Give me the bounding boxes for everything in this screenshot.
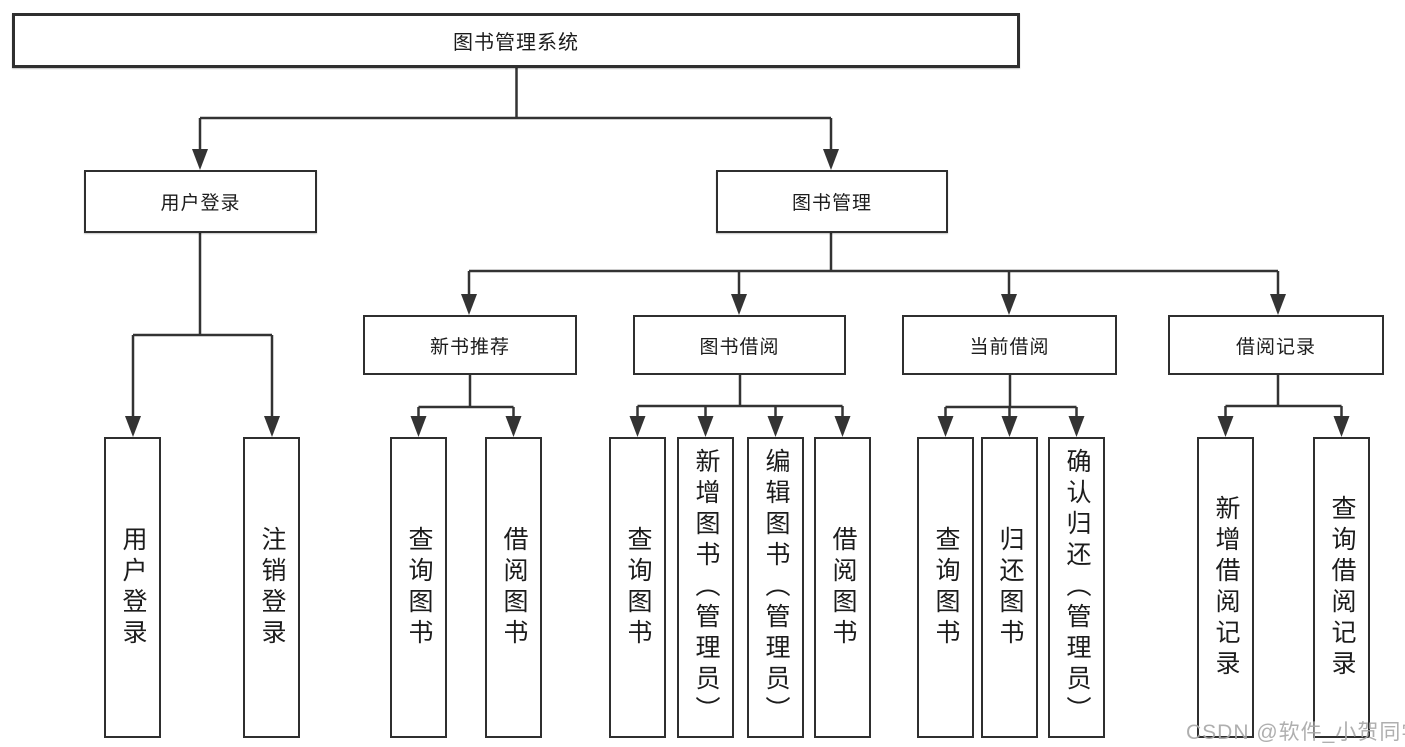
watermark: CSDN @软件_小贺同学 <box>1186 721 1405 744</box>
node-current-borrow: 当前借阅 <box>902 315 1117 375</box>
node-label: 查询图书 <box>624 525 652 650</box>
node-new-book-recommend: 新书推荐 <box>363 315 577 375</box>
leaf-add-borrow-record: 新增借阅记录 <box>1197 437 1254 738</box>
leaf-query-books-current: 查询图书 <box>917 437 974 738</box>
node-label: 借阅记录 <box>1235 336 1316 358</box>
node-label: 新增借阅记录 <box>1212 494 1240 681</box>
leaf-user-login: 用户登录 <box>104 437 161 738</box>
node-label: 图书管理系统 <box>453 32 579 54</box>
node-label: 注销登录 <box>258 525 286 650</box>
node-book-management: 图书管理 <box>716 170 948 233</box>
leaf-logout: 注销登录 <box>243 437 300 738</box>
node-label: 图书借阅 <box>699 336 780 358</box>
node-user-login: 用户登录 <box>84 170 317 233</box>
node-label: 当前借阅 <box>969 336 1050 358</box>
node-label: 图书管理 <box>791 193 872 214</box>
node-label: 新书推荐 <box>429 336 510 358</box>
leaf-borrow-books-recommend: 借阅图书 <box>485 437 542 738</box>
node-label: 查询图书 <box>405 525 433 650</box>
node-label: 编辑图书（管理员） <box>762 448 790 727</box>
node-label: 查询图书 <box>932 525 960 650</box>
leaf-query-borrow-record: 查询借阅记录 <box>1313 437 1370 738</box>
leaf-return-book: 归还图书 <box>981 437 1038 738</box>
node-label: 用户登录 <box>119 525 147 650</box>
node-label: 新增图书（管理员） <box>692 448 720 727</box>
node-book-system: 图书管理系统 <box>12 13 1020 68</box>
leaf-add-book-admin: 新增图书（管理员） <box>677 437 734 738</box>
leaf-edit-book-admin: 编辑图书（管理员） <box>747 437 804 738</box>
node-label: 查询借阅记录 <box>1328 494 1356 681</box>
node-label: 归还图书 <box>996 525 1024 650</box>
node-label: 用户登录 <box>160 193 241 214</box>
arrowheads <box>125 149 1350 437</box>
node-book-borrow: 图书借阅 <box>633 315 846 375</box>
leaf-query-books-borrow: 查询图书 <box>609 437 666 738</box>
connector-path <box>131 68 1343 420</box>
node-borrow-records: 借阅记录 <box>1168 315 1384 375</box>
node-label: 借阅图书 <box>500 525 528 650</box>
leaf-borrow-books-borrow: 借阅图书 <box>814 437 871 738</box>
leaf-query-books-recommend: 查询图书 <box>390 437 447 738</box>
node-label: 确认归还（管理员） <box>1063 448 1091 727</box>
node-label: 借阅图书 <box>829 525 857 650</box>
leaf-confirm-return-admin: 确认归还（管理员） <box>1048 437 1105 738</box>
